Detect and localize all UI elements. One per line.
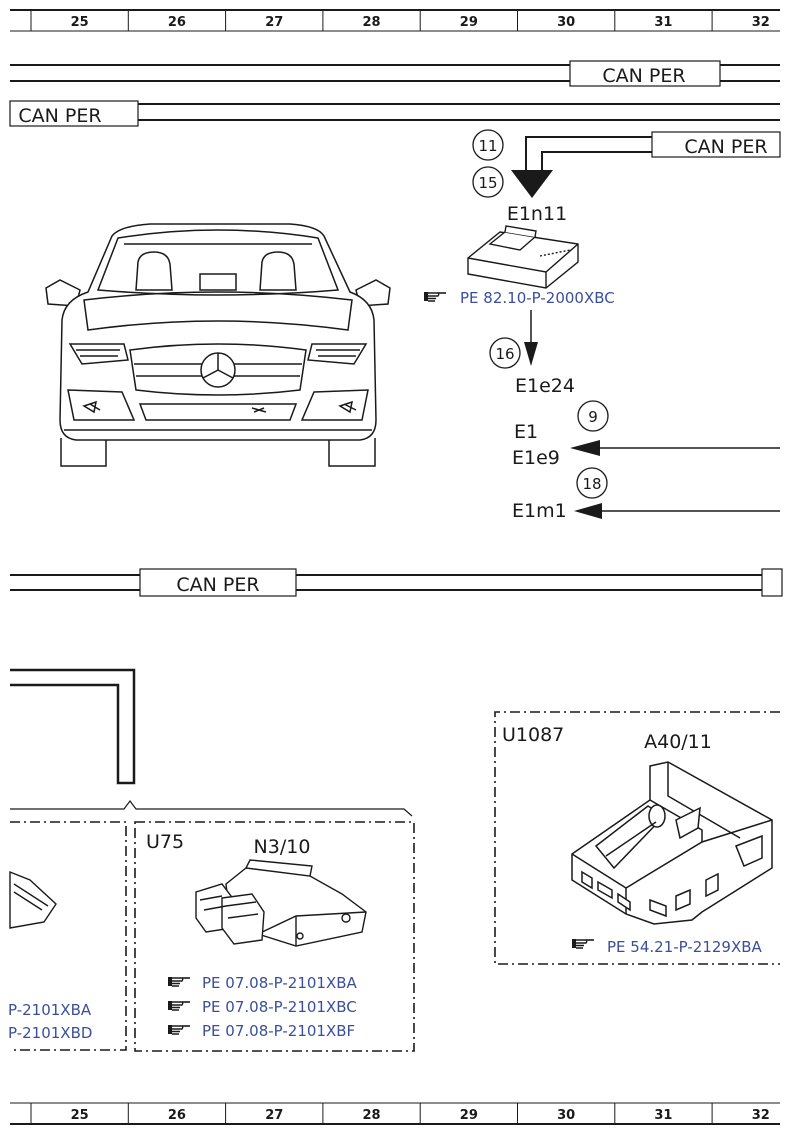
svg-text:11: 11 — [478, 137, 497, 155]
left-reference-1[interactable]: P-2101XBA — [8, 1001, 92, 1019]
e1n11-reference-link[interactable]: PE 82.10-P-2000XBC — [460, 289, 615, 307]
u75-reference-2[interactable]: PE 07.08-P-2101XBC — [202, 998, 357, 1016]
can-per-label-top-right: CAN PER — [602, 65, 685, 87]
u75-reference-1[interactable]: PE 07.08-P-2101XBA — [202, 974, 358, 992]
bottom-column-number: 30 — [557, 1108, 575, 1123]
svg-text:18: 18 — [582, 475, 601, 493]
svg-text:15: 15 — [478, 174, 497, 192]
top-column-number: 25 — [71, 15, 89, 30]
component-e1: E1 — [514, 421, 538, 443]
n3-10-component: N3/10 — [254, 836, 311, 858]
top-column-number: 30 — [557, 15, 575, 30]
pointing-hand-icon — [167, 1000, 191, 1011]
pointing-hand-icon — [167, 976, 191, 987]
bottom-column-number: 32 — [752, 1108, 770, 1123]
top-column-number: 32 — [752, 15, 770, 30]
bus-arrow — [511, 170, 553, 198]
module-icon — [467, 225, 579, 289]
left-reference-2[interactable]: P-2101XBD — [8, 1024, 92, 1042]
u1087-box: U1087 A40/11 PE 54.21-P-2129XBA — [494, 711, 780, 965]
connector-15: 15 — [472, 166, 504, 198]
ecu-icon — [9, 870, 57, 929]
control-unit-icon — [571, 761, 773, 925]
connector-11: 11 — [472, 129, 504, 161]
component-e1n11: E1n11 — [507, 203, 567, 225]
can-bus-mid — [10, 568, 783, 597]
connector-16: 16 — [489, 337, 521, 369]
a40-11-component: A40/11 — [644, 731, 712, 753]
ecu-icon — [195, 859, 367, 947]
top-column-number: 29 — [460, 15, 478, 30]
component-e1e9: E1e9 — [512, 447, 560, 469]
connector-9: 9 — [577, 400, 609, 432]
u75-box: U75 N3/10 PE 07.08-P-2101XBA PE 07.08-P-… — [134, 821, 415, 1052]
top-column-number: 26 — [168, 15, 186, 30]
u75-location: U75 — [146, 831, 184, 853]
bottom-column-number: 31 — [654, 1108, 672, 1123]
u75-reference-3[interactable]: PE 07.08-P-2101XBF — [202, 1022, 355, 1040]
pointing-hand-icon — [423, 291, 447, 302]
top-column-number: 31 — [654, 15, 672, 30]
bottom-column-number: 27 — [265, 1108, 283, 1123]
u1087-reference[interactable]: PE 54.21-P-2129XBA — [607, 938, 763, 956]
can-per-label-mid: CAN PER — [176, 574, 259, 596]
left-module-box: P-2101XBA P-2101XBD — [8, 821, 127, 1051]
pointing-hand-icon — [167, 1024, 191, 1035]
connector-18: 18 — [576, 467, 608, 499]
svg-text:9: 9 — [588, 408, 598, 426]
svg-text:16: 16 — [495, 345, 514, 363]
can-bus-second — [9, 100, 780, 127]
pointing-hand-icon — [571, 938, 595, 949]
can-per-label-top-left: CAN PER — [18, 105, 101, 127]
top-column-number: 27 — [265, 15, 283, 30]
can-per-label-branch: CAN PER — [684, 136, 767, 158]
group-bracket — [10, 800, 413, 817]
component-e1e24: E1e24 — [515, 375, 575, 397]
bottom-column-number: 28 — [363, 1108, 381, 1123]
bottom-grid-ruler: 25 26 27 28 29 30 31 32 — [10, 1102, 780, 1125]
component-e1m1: E1m1 — [512, 500, 567, 522]
can-bus-top — [10, 60, 780, 87]
bottom-column-number: 26 — [168, 1108, 186, 1123]
top-column-number: 28 — [363, 15, 381, 30]
bus-elbow — [10, 668, 136, 785]
top-grid-ruler: 25 26 27 28 29 30 31 32 — [10, 9, 780, 32]
bottom-column-number: 25 — [71, 1108, 89, 1123]
can-bus-branch — [525, 131, 781, 172]
bottom-column-number: 29 — [460, 1108, 478, 1123]
u1087-location: U1087 — [502, 724, 564, 746]
car-front-icon — [45, 223, 391, 467]
